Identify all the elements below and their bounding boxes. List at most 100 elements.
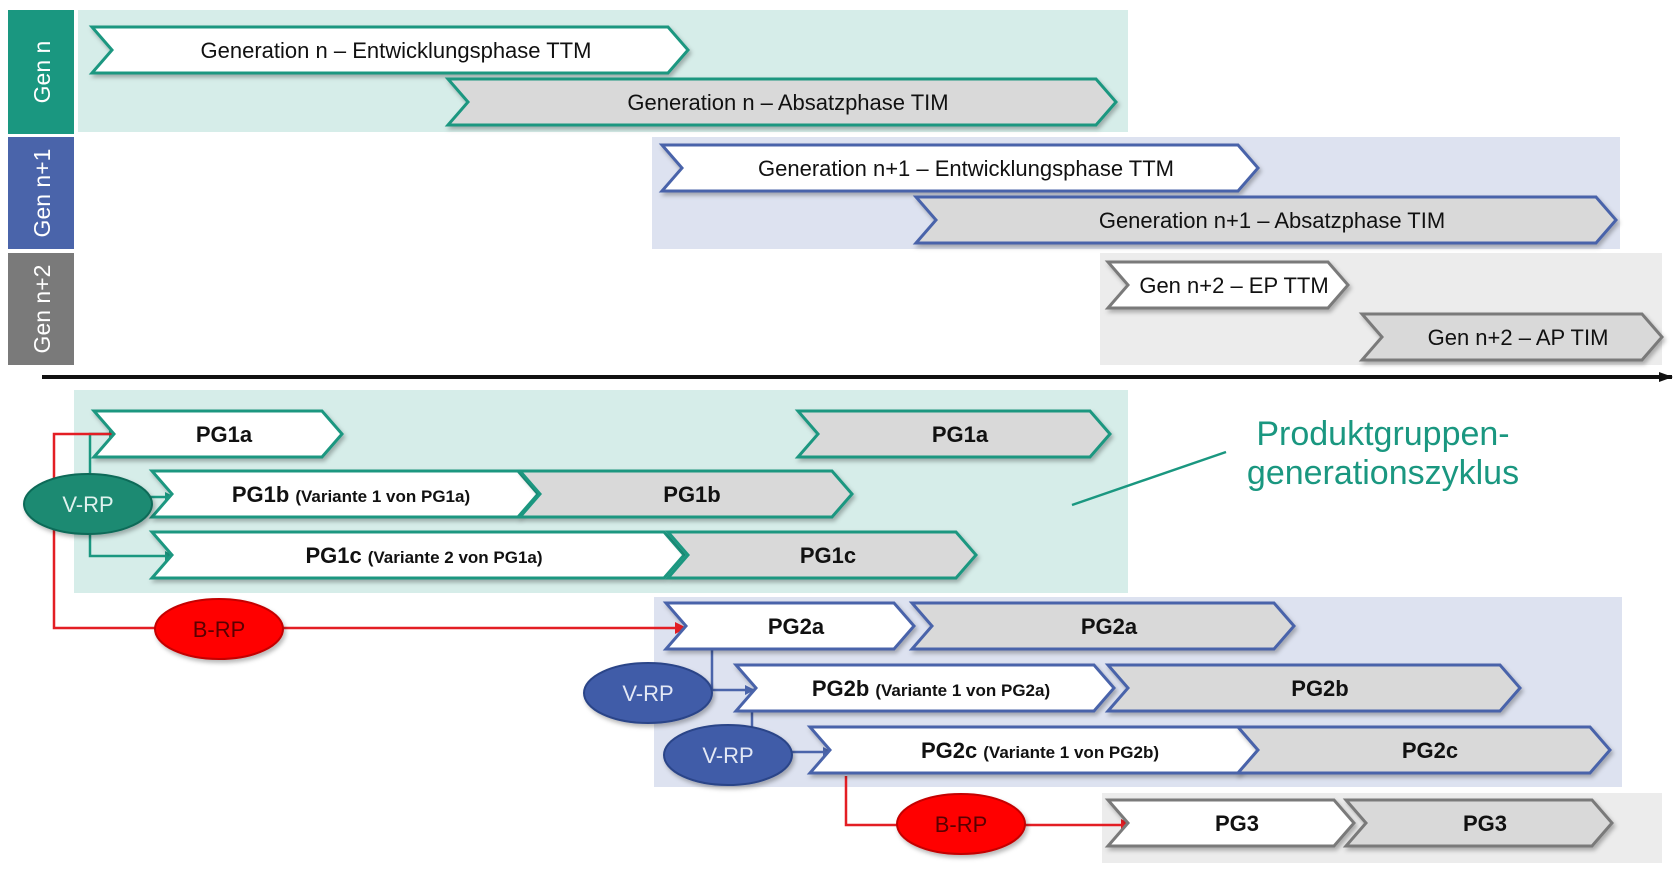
chevron-pg1a-sales-label-main: PG1a	[932, 422, 989, 447]
chevron-pg2b-dev: PG2b(Variante 1 von PG2a)	[732, 663, 1116, 713]
chevron-gen-n1-ttm-label: Generation n+1 – Entwicklungsphase TTM	[758, 156, 1174, 181]
annotation-pointer-line	[1071, 450, 1227, 507]
chevrons: Generation n – Entwicklungsphase TTM Gene…	[88, 25, 1664, 848]
node-brp-2-label: B-RP	[935, 812, 988, 837]
node-brp-2: B-RP	[896, 793, 1026, 855]
connector-brp2	[844, 776, 1133, 831]
chevron-pg1b-sales-label-main: PG1b	[663, 482, 720, 507]
chevron-pg2a-sales-shape	[908, 601, 1296, 651]
node-vrp-3-label: V-RP	[702, 743, 753, 768]
chevron-gen-n2-tim-shape	[1358, 312, 1664, 362]
chevron-pg1a-sales-label: PG1a	[932, 422, 989, 447]
chevron-pg2b-dev-label-note: (Variante 1 von PG2a)	[875, 681, 1050, 700]
connectors	[52, 429, 1133, 831]
node-vrp-1: V-RP	[23, 473, 153, 535]
chevron-pg3-sales-label: PG3	[1463, 811, 1507, 836]
chevron-gen-n2-ttm: Gen n+2 – EP TTM	[1104, 260, 1350, 310]
chevron-gen-n-tim-label: Generation n – Absatzphase TIM	[627, 90, 948, 115]
chevron-pg1b-sales-label: PG1b	[663, 482, 720, 507]
chevron-pg2b-sales-label: PG2b	[1291, 676, 1348, 701]
chevron-pg2a-dev-label: PG2a	[768, 614, 825, 639]
chevron-pg3-sales-label-main: PG3	[1463, 811, 1507, 836]
chevron-pg2b-sales-shape	[1104, 663, 1522, 713]
chevron-pg1c-sales: PG1c	[664, 530, 978, 580]
node-brp-1: B-RP	[154, 598, 284, 660]
chevron-pg2c-sales-label: PG2c	[1402, 738, 1458, 763]
node-vrp-2: V-RP	[583, 662, 713, 724]
chevron-gen-n2-tim-label: Gen n+2 – AP TIM	[1428, 325, 1609, 350]
chevron-gen-n1-ttm-label-main: Generation n+1 – Entwicklungsphase TTM	[758, 156, 1174, 181]
chevron-pg1a-dev-label-main: PG1a	[196, 422, 253, 447]
chevron-pg1b-dev-label-main: PG1b	[232, 482, 289, 507]
chevron-pg2a-dev-label-main: PG2a	[768, 614, 825, 639]
chevron-pg3-sales-shape	[1342, 798, 1614, 848]
chevron-pg1b-sales: PG1b	[516, 469, 854, 519]
chevron-pg1b-dev-shape	[148, 469, 540, 519]
chevron-gen-n-ttm-label: Generation n – Entwicklungsphase TTM	[201, 38, 592, 63]
chevron-gen-n-tim: Generation n – Absatzphase TIM	[444, 77, 1118, 127]
chevron-gen-n-tim-shape	[444, 77, 1118, 127]
chevron-pg1c-dev: PG1c (Variante 2 von PG1a)	[148, 530, 686, 580]
chevron-gen-n1-ttm-shape	[658, 143, 1260, 193]
chevron-pg1c-sales-label: PG1c	[800, 543, 856, 568]
chevron-pg2a-dev: PG2a	[662, 601, 916, 651]
chevron-pg3-sales: PG3	[1342, 798, 1614, 848]
chevron-pg2c-sales-shape	[1234, 725, 1612, 775]
chevron-pg3-dev: PG3	[1104, 798, 1356, 848]
chevron-pg1c-sales-label-main: PG1c	[800, 543, 856, 568]
annotation-line-1: Produktgruppen-	[1256, 415, 1509, 453]
chevron-gen-n1-tim-label: Generation n+1 – Absatzphase TIM	[1099, 208, 1445, 233]
chevron-gen-n1-ttm: Generation n+1 – Entwicklungsphase TTM	[658, 143, 1260, 193]
annotation-line-2: generationszyklus	[1247, 454, 1519, 492]
chevron-pg1a-dev: PG1a	[90, 409, 344, 459]
chevron-gen-n2-ttm-label-main: Gen n+2 – EP TTM	[1139, 273, 1328, 298]
chevron-gen-n2-tim: Gen n+2 – AP TIM	[1358, 312, 1664, 362]
chevron-pg1a-sales: PG1a	[794, 409, 1112, 459]
chevron-pg1c-dev-shape	[148, 530, 686, 580]
chevron-pg2c-sales: PG2c	[1234, 725, 1612, 775]
chevron-gen-n-ttm-label-main: Generation n – Entwicklungsphase TTM	[201, 38, 592, 63]
chevron-pg1a-dev-shape	[90, 409, 344, 459]
chevron-pg1b-dev: PG1b (Variante 1 von PG1a)	[148, 469, 540, 519]
chevron-pg1b-sales-shape	[516, 469, 854, 519]
side-label-gen-n2: Gen n+2	[8, 253, 74, 365]
chevron-gen-n1-tim-shape	[912, 195, 1618, 245]
chevron-pg2c-dev: PG2c(Variante 1 von PG2b)	[806, 725, 1260, 775]
chevron-pg2b-sales-label-main: PG2b	[1291, 676, 1348, 701]
chevron-pg2a-sales-label-main: PG2a	[1081, 614, 1138, 639]
chevron-pg1c-dev-label: PG1c (Variante 2 von PG1a)	[305, 543, 542, 568]
chevron-pg2b-dev-label: PG2b(Variante 1 von PG2a)	[812, 676, 1050, 701]
chevron-pg1c-dev-label-main: PG1c	[305, 543, 361, 568]
chevron-gen-n-tim-label-main: Generation n – Absatzphase TIM	[627, 90, 948, 115]
chevron-pg2c-dev-label-main: PG2c	[921, 738, 977, 763]
side-label-gen-n-text: Gen n	[29, 41, 55, 104]
chevron-gen-n-ttm: Generation n – Entwicklungsphase TTM	[88, 25, 690, 75]
side-label-gen-n: Gen n	[8, 10, 74, 134]
chevron-pg1b-dev-label: PG1b (Variante 1 von PG1a)	[232, 482, 470, 507]
chevron-gen-n2-tim-label-main: Gen n+2 – AP TIM	[1428, 325, 1609, 350]
chevron-gen-n-ttm-shape	[88, 25, 690, 75]
chevron-gen-n2-ttm-label: Gen n+2 – EP TTM	[1139, 273, 1328, 298]
chevron-pg1c-dev-label-note: (Variante 2 von PG1a)	[368, 548, 543, 567]
chevron-pg2a-dev-shape	[662, 601, 916, 651]
chevron-pg1b-dev-label-note: (Variante 1 von PG1a)	[295, 487, 470, 506]
node-vrp-2-label: V-RP	[622, 681, 673, 706]
side-label-gen-n2-text: Gen n+2	[29, 265, 55, 354]
side-label-gen-n1-text: Gen n+1	[29, 149, 55, 238]
chevron-pg2b-sales: PG2b	[1104, 663, 1522, 713]
chevron-pg2c-sales-label-main: PG2c	[1402, 738, 1458, 763]
chevron-pg2c-dev-label: PG2c(Variante 1 von PG2b)	[921, 738, 1159, 763]
connector-vrp1-pg1c	[88, 532, 175, 561]
chevron-gen-n1-tim: Generation n+1 – Absatzphase TIM	[912, 195, 1618, 245]
chevron-pg2a-sales-label: PG2a	[1081, 614, 1138, 639]
chevron-pg2b-dev-shape	[732, 663, 1116, 713]
node-vrp-3: V-RP	[663, 724, 793, 786]
node-vrp-1-label: V-RP	[62, 492, 113, 517]
chevron-pg1a-sales-shape	[794, 409, 1112, 459]
side-label-gen-n1: Gen n+1	[8, 137, 74, 249]
chevron-gen-n1-tim-label-main: Generation n+1 – Absatzphase TIM	[1099, 208, 1445, 233]
chevron-pg1a-dev-label: PG1a	[196, 422, 253, 447]
chevron-pg3-dev-shape	[1104, 798, 1356, 848]
chevron-pg3-dev-label-main: PG3	[1215, 811, 1259, 836]
